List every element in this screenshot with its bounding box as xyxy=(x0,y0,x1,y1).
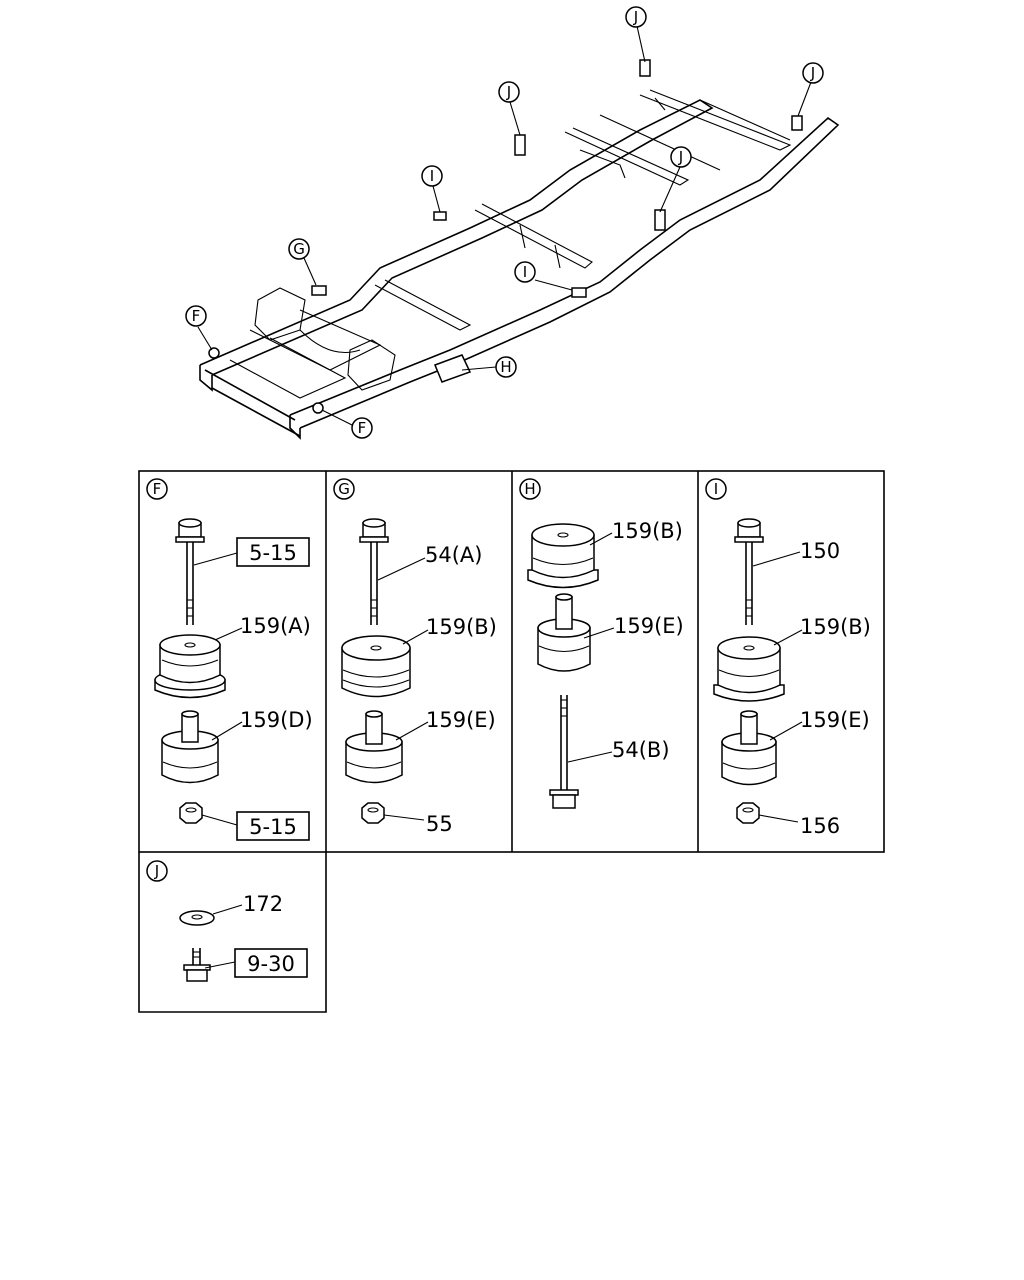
panel-g-letter-circle xyxy=(333,478,355,500)
panel-i-label-159b: 159(B) xyxy=(800,615,871,639)
panel-j-washer xyxy=(179,910,215,926)
svg-text:F: F xyxy=(358,419,367,437)
panel-i: I 150 159(B) 1 xyxy=(705,478,871,838)
callout-f-2: F xyxy=(351,417,373,439)
panel-f-cushion-lower xyxy=(161,710,219,784)
panel-g-label-55: 55 xyxy=(426,812,453,836)
mount-bracket-h xyxy=(434,354,472,383)
panel-i-label-159e: 159(E) xyxy=(800,708,870,732)
svg-text:H: H xyxy=(500,358,511,376)
panel-f-nut xyxy=(179,802,203,824)
mount-bracket-j-2 xyxy=(639,59,651,77)
panel-f-ref-box-top xyxy=(236,537,310,567)
panel-g-cushion-lower xyxy=(345,710,403,784)
mount-f-rear xyxy=(312,402,324,414)
panel-h-letter: H xyxy=(524,480,535,498)
panel-h-label-159b: 159(B) xyxy=(612,519,683,543)
panel-f-ref-box-bottom xyxy=(236,811,310,841)
panel-f: F 5-15 159(A) xyxy=(146,478,313,841)
panel-j-ref-box xyxy=(234,948,308,978)
panel-i-label-150: 150 xyxy=(800,539,840,563)
panel-f-letter: F xyxy=(153,480,162,498)
panel-i-cushion-upper xyxy=(713,636,785,702)
callout-i-1: I xyxy=(421,165,443,187)
panel-i-bolt xyxy=(734,518,764,625)
callout-leaders xyxy=(197,25,812,426)
mount-bracket-g xyxy=(311,285,327,296)
callout-g: G xyxy=(288,238,310,260)
callout-h: H xyxy=(495,356,517,378)
panel-h-cushion-lower xyxy=(537,593,591,672)
panel-f-bolt xyxy=(175,518,205,625)
callout-f-1: F xyxy=(185,305,207,327)
panel-g-label-159b: 159(B) xyxy=(426,615,497,639)
callout-j-2: J xyxy=(498,81,520,103)
callout-i-2: I xyxy=(514,261,536,283)
panel-j-ref: 9-30 xyxy=(247,952,295,976)
mount-bracket-i-upper xyxy=(433,211,447,221)
panel-g: G 54(A) 159(B) xyxy=(333,478,497,836)
svg-text:J: J xyxy=(678,148,683,166)
panel-g-label-159e: 159(E) xyxy=(426,708,496,732)
panel-h-label-54b: 54(B) xyxy=(612,738,670,762)
panel-g-cushion-upper xyxy=(341,635,411,698)
panel-f-letter-circle xyxy=(146,478,168,500)
panel-j-letter: J xyxy=(154,862,159,880)
mount-bracket-j-3 xyxy=(654,209,666,231)
panel-g-bolt xyxy=(359,518,389,625)
mount-f-front xyxy=(208,347,220,359)
mount-bracket-i-lower xyxy=(571,287,587,298)
panel-i-label-156: 156 xyxy=(800,814,840,838)
panel-h-cushion-upper xyxy=(527,523,599,589)
svg-text:J: J xyxy=(506,83,511,101)
panel-f-ref-bottom: 5-15 xyxy=(249,815,297,839)
panel-j-label-172: 172 xyxy=(243,892,283,916)
panel-f-label-159d: 159(D) xyxy=(240,708,313,732)
panel-j-letter-circle xyxy=(146,860,168,882)
panel-h: H 159(B) 159(E) 54(B) xyxy=(519,478,684,809)
detail-grid xyxy=(138,470,885,1013)
panel-h-bolt xyxy=(549,695,579,809)
panel-g-label-54a: 54(A) xyxy=(425,543,482,567)
panel-f-cushion-upper xyxy=(154,634,226,699)
svg-text:F: F xyxy=(192,307,201,325)
panel-j: J 172 9-30 xyxy=(146,860,308,982)
panel-i-nut xyxy=(736,802,760,824)
mount-bracket-j-4 xyxy=(791,115,803,131)
svg-text:I: I xyxy=(430,167,434,185)
panel-h-label-159e: 159(E) xyxy=(614,614,684,638)
svg-text:J: J xyxy=(633,8,638,26)
panel-h-letter-circle xyxy=(519,478,541,500)
svg-text:G: G xyxy=(293,240,305,258)
panel-g-nut xyxy=(361,802,385,824)
callout-j-1: J xyxy=(625,6,647,28)
svg-text:I: I xyxy=(523,263,527,281)
panel-g-letter: G xyxy=(338,480,350,498)
panel-i-letter: I xyxy=(714,480,718,498)
callout-j-4: J xyxy=(670,146,692,168)
panel-f-ref-top: 5-15 xyxy=(249,541,297,565)
panel-j-bolt xyxy=(183,948,211,982)
panel-f-label-159a: 159(A) xyxy=(240,614,311,638)
panel-i-cushion-lower xyxy=(721,710,777,786)
svg-text:J: J xyxy=(810,64,815,82)
panel-i-letter-circle xyxy=(705,478,727,500)
callout-j-3: J xyxy=(802,62,824,84)
chassis-frame-illustration xyxy=(199,59,840,440)
mount-bracket-j-1 xyxy=(514,134,526,156)
